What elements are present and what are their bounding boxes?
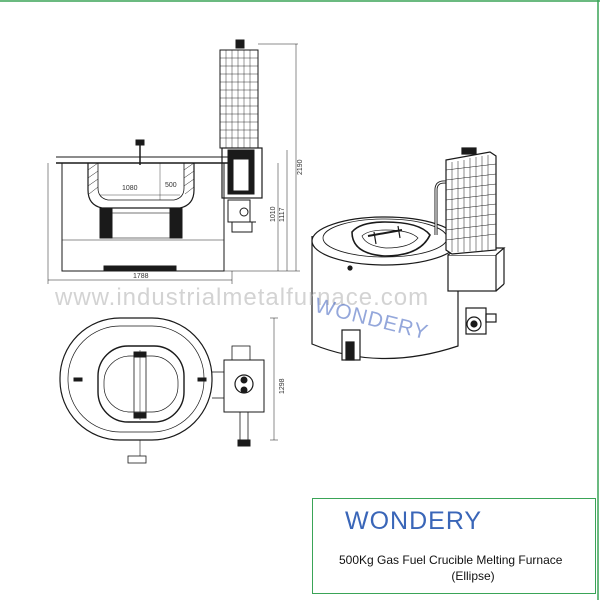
caption-box: WONDERY 500Kg Gas Fuel Crucible Melting …	[312, 498, 596, 594]
dim-total-height: 2190	[297, 159, 304, 175]
furnace-body	[61, 162, 225, 272]
crucible	[87, 163, 195, 209]
dim-plan-depth: 1298	[279, 378, 286, 394]
furnace-3d-view	[311, 147, 506, 361]
chimney	[219, 49, 259, 149]
3d-chimney-cage	[445, 147, 497, 255]
caption-subtitle: (Ellipse)	[451, 569, 495, 583]
dim-crucible-width: 1080	[122, 185, 138, 192]
plan-crucible-opening	[97, 345, 185, 423]
brand-logo: WONDERY	[345, 507, 483, 535]
plan-view	[59, 317, 278, 464]
dim-base-width: 1788	[133, 273, 149, 280]
dim-body-height: 1117	[279, 207, 286, 222]
plan-outer-ellipse	[59, 317, 213, 441]
caption-title: 500Kg Gas Fuel Crucible Melting Furnace	[339, 553, 563, 567]
front-elevation	[47, 39, 300, 284]
dim-lower-height: 1010	[270, 206, 277, 222]
dim-crucible-depth: 500	[165, 182, 177, 189]
